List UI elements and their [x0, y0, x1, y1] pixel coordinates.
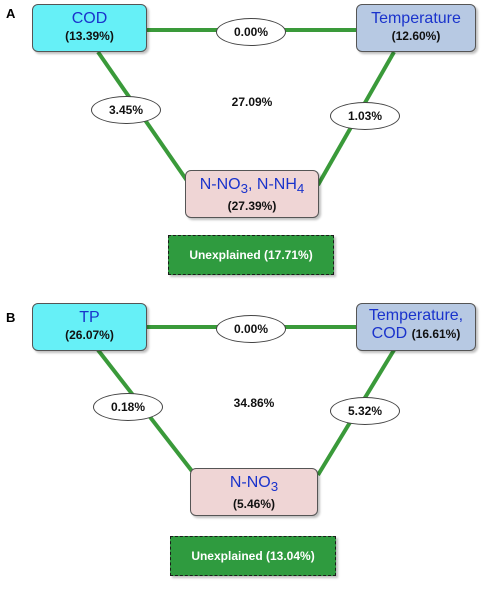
variable-name: COD [71, 10, 108, 27]
shared-left-ellipse: 0.18% [93, 393, 163, 421]
variable-percent: (5.46%) [232, 497, 276, 512]
variable-box-nitrogen: N-NO3, N-NH4 (27.39%) [185, 170, 319, 218]
shared-all-ellipse: 27.09% [231, 95, 273, 109]
variable-box-temperature: Temperature (12.60%) [356, 4, 476, 52]
variable-box-temperature-cod: Temperature, COD (16.61%) [356, 303, 476, 351]
variable-box-cod: COD (13.39%) [32, 4, 147, 52]
shared-top-ellipse: 0.00% [216, 18, 286, 46]
variable-percent: (12.60%) [391, 29, 441, 43]
shared-right-ellipse: 1.03% [330, 102, 400, 130]
variable-name-line2: COD [371, 325, 408, 342]
variable-percent: (16.61%) [411, 327, 461, 341]
variable-name: N-NO3 [229, 474, 279, 495]
shared-top-ellipse: 0.00% [216, 315, 286, 343]
variable-percent: (13.39%) [65, 29, 114, 43]
variable-name: N-NO3, N-NH4 [199, 176, 305, 197]
variable-name-line1: Temperature, [368, 307, 464, 324]
unexplained-box: Unexplained (17.71%) [168, 235, 334, 275]
unexplained-box: Unexplained (13.04%) [170, 536, 336, 576]
variable-box-nitrate: N-NO3 (5.46%) [190, 468, 318, 516]
shared-right-ellipse: 5.32% [330, 397, 400, 425]
variable-box-tp: TP (26.07%) [32, 303, 147, 351]
panel-b: B TP (26.07%) Temperature, COD (16.61%) … [0, 300, 500, 585]
panel-label-a: A [6, 6, 16, 21]
variable-percent: (26.07%) [65, 328, 114, 342]
variable-percent: (27.39%) [227, 199, 277, 214]
shared-all-ellipse: 34.86% [233, 396, 275, 410]
panel-label-b: B [6, 310, 16, 325]
panel-a: A COD (13.39%) Temperature (12.60%) N-NO… [0, 0, 500, 290]
variable-name: Temperature [371, 10, 461, 27]
variable-name: TP [79, 309, 100, 326]
shared-left-ellipse: 3.45% [91, 96, 161, 124]
